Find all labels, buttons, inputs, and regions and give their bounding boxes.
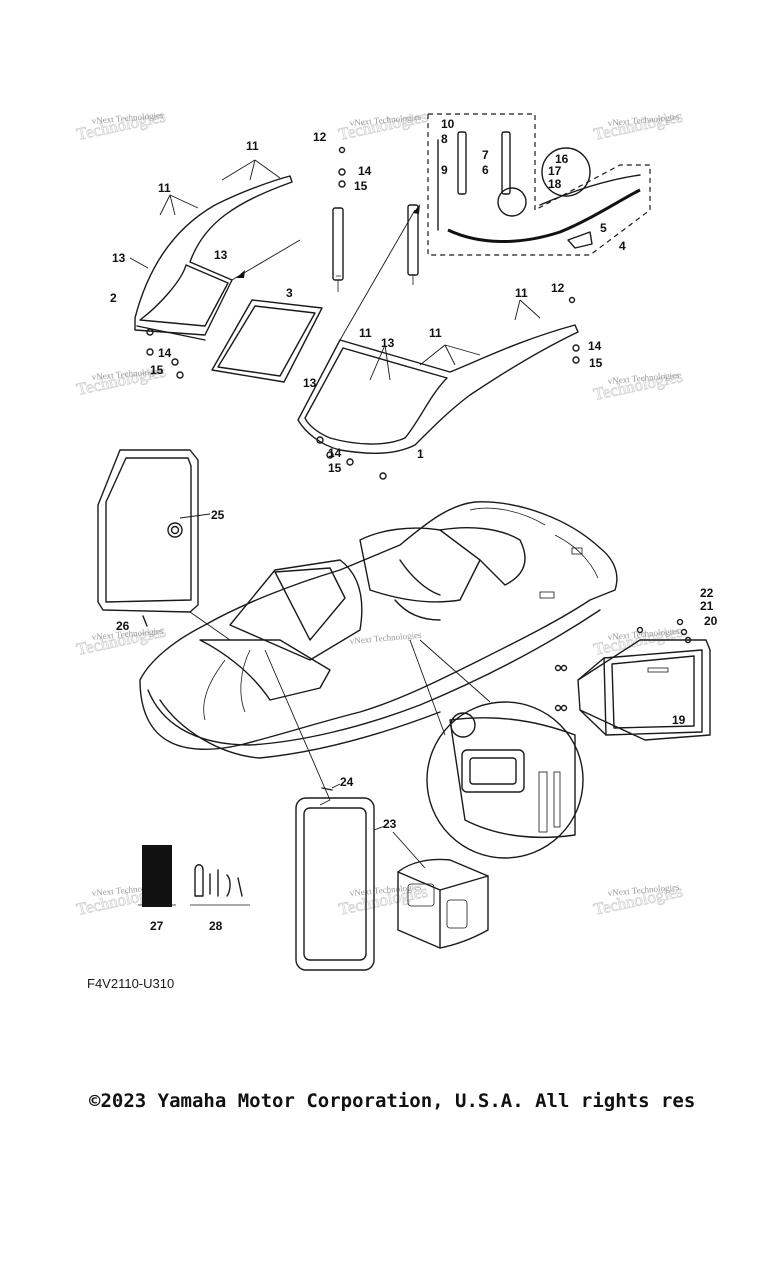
callout-11-e: 11 — [359, 326, 372, 340]
callout-21: 21 — [700, 599, 714, 613]
callout-2: 2 — [110, 291, 117, 305]
fastener-hardware — [129, 146, 580, 480]
callout-16: 16 — [555, 152, 569, 166]
boat-hull — [139, 501, 618, 806]
callout-1: 1 — [417, 447, 424, 461]
windshield-right-part — [297, 204, 579, 454]
callout-23: 23 — [383, 817, 397, 831]
callout-14-c: 14 — [158, 346, 172, 360]
callout-7: 7 — [482, 148, 489, 162]
callout-11-a: 11 — [246, 139, 259, 153]
watermark-echo-layer: Technologies Technologies Technologies T… — [74, 106, 684, 919]
callout-24: 24 — [340, 775, 354, 789]
callout-labels: 1 2 3 4 5 6 7 8 9 10 11 11 11 11 11 12 1… — [110, 117, 718, 933]
callout-5: 5 — [600, 221, 607, 235]
callout-20: 20 — [704, 614, 718, 628]
callout-15-c: 15 — [150, 363, 164, 377]
callout-15-a: 15 — [354, 179, 368, 193]
windshield-left-part — [134, 175, 301, 341]
callout-12-a: 12 — [313, 130, 327, 144]
callout-18: 18 — [548, 177, 562, 191]
callout-14-d: 14 — [328, 446, 342, 460]
callout-27: 27 — [150, 919, 164, 933]
support-struts — [332, 204, 419, 292]
callout-6: 6 — [482, 163, 489, 177]
callout-4: 4 — [619, 239, 626, 253]
screw-24 — [321, 783, 341, 791]
callout-13-b: 13 — [214, 248, 228, 262]
console-box-part — [392, 831, 489, 949]
callout-14-b: 14 — [588, 339, 602, 353]
part-27-swatch — [142, 845, 172, 907]
callout-10: 10 — [441, 117, 455, 131]
callout-22: 22 — [700, 586, 714, 600]
accessory-parts — [138, 845, 250, 907]
screw-26 — [142, 615, 148, 627]
callout-8: 8 — [441, 132, 448, 146]
callout-3: 3 — [286, 286, 293, 300]
callout-15-b: 15 — [589, 356, 603, 370]
callout-11-c: 11 — [515, 286, 528, 300]
callout-13-d: 13 — [303, 376, 317, 390]
hardware-inset-box — [427, 113, 651, 256]
callout-28: 28 — [209, 919, 223, 933]
callout-9: 9 — [441, 163, 448, 177]
callout-11-b: 11 — [158, 181, 171, 195]
callout-13-c: 13 — [381, 336, 395, 350]
callout-26: 26 — [116, 619, 130, 633]
copyright-notice: ©2023 Yamaha Motor Corporation, U.S.A. A… — [89, 1090, 696, 1112]
center-window-part — [211, 299, 323, 383]
detail-magnifier-circle — [409, 639, 584, 859]
callout-15-d: 15 — [328, 461, 342, 475]
callout-17: 17 — [548, 164, 562, 178]
callout-13-a: 13 — [112, 251, 126, 265]
callout-12-b: 12 — [551, 281, 565, 295]
hatch-door-left-part — [97, 449, 211, 613]
callout-25: 25 — [211, 508, 225, 522]
storage-compartment-part — [554, 618, 711, 741]
callout-19: 19 — [672, 713, 686, 727]
diagram-reference-code: F4V2110-U310 — [87, 976, 175, 991]
callout-14-a: 14 — [358, 164, 372, 178]
watermark-layer: vNext Technologies vNext Technologies vN… — [91, 110, 680, 898]
hatch-door-bottom-part — [295, 797, 386, 971]
callout-11-d: 11 — [429, 326, 442, 340]
